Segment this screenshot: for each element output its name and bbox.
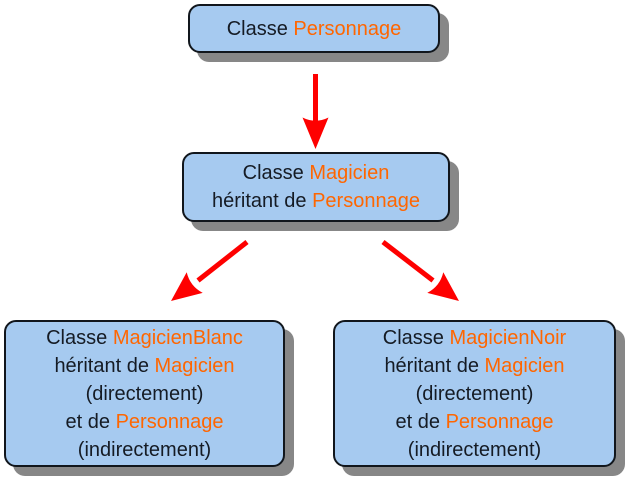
plain-text: Classe (46, 326, 113, 349)
class-name-text: Magicien (154, 354, 235, 377)
node-classe-personnage: Classe Personnage (188, 4, 440, 53)
class-name-text: MagicienBlanc (112, 326, 243, 349)
node-text-line: (directement) (416, 380, 534, 408)
node-text-line: héritant de Personnage (212, 187, 420, 215)
class-name-text: Personnage (115, 410, 224, 433)
class-name-text: Personnage (293, 17, 402, 40)
plain-text: et de (395, 410, 446, 433)
node-text-line: (directement) (86, 380, 204, 408)
plain-text: et de (65, 410, 116, 433)
arrow-magicien-to-magicienblanc (171, 240, 249, 301)
node-text-line: et de Personnage (66, 408, 224, 436)
plain-text: Classe (242, 162, 310, 184)
plain-text: héritant de (212, 190, 313, 212)
node-text-line: (indirectement) (408, 436, 541, 464)
arrow-magicien-to-magiciennoir (381, 240, 459, 301)
node-text-line: (indirectement) (78, 436, 211, 464)
node-text-line: héritant de Magicien (54, 352, 234, 380)
class-name-text: MagicienNoir (449, 326, 567, 349)
arrow-personnage-to-magicien (302, 74, 329, 149)
node-text-line: Classe MagicienNoir (383, 324, 566, 352)
node-text-line: héritant de Magicien (384, 352, 564, 380)
class-name-text: Magicien (484, 354, 565, 377)
plain-text: (directement) (415, 382, 534, 405)
node-text-line: Classe Magicien (243, 159, 390, 187)
plain-text: (indirectement) (407, 438, 542, 461)
node-text-line: et de Personnage (396, 408, 554, 436)
plain-text: Classe (226, 17, 294, 40)
class-name-text: Personnage (312, 190, 420, 212)
node-text-line: Classe MagicienBlanc (46, 324, 243, 352)
plain-text: (indirectement) (77, 438, 212, 461)
plain-text: Classe (382, 326, 450, 349)
plain-text: (directement) (85, 382, 204, 405)
plain-text: héritant de (384, 354, 485, 377)
class-name-text: Personnage (445, 410, 554, 433)
node-text-line: Classe Personnage (227, 15, 402, 43)
class-name-text: Magicien (309, 162, 390, 184)
plain-text: héritant de (54, 354, 155, 377)
